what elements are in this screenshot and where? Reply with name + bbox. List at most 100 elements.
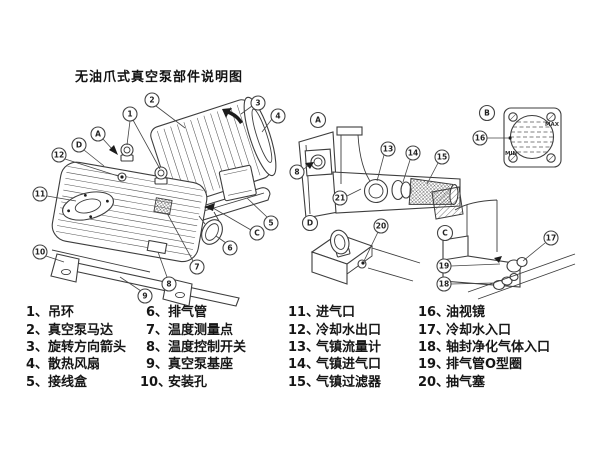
legend-item-label: 油视镜 (446, 305, 486, 321)
callout-c-17: 17 (543, 230, 559, 246)
legend-column-4: 16、油视镜 17、冷却水入口 18、轴封净化气体入口 19、排气管O型圈 20… (418, 302, 550, 390)
water-inlet-fitting (506, 256, 528, 273)
legend-item: 20、抽气塞 (418, 372, 550, 390)
legend-item-label: 排气管O型圈 (446, 357, 523, 373)
exhaust-pipe (198, 211, 223, 245)
callout-main-11: 11 (32, 186, 48, 202)
legend-item-number: 13、 (288, 339, 320, 355)
legend-item-label: 冷却水出口 (316, 322, 382, 338)
legend-item: 17、冷却水入口 (418, 319, 550, 338)
callout-a-15: 15 (434, 149, 450, 165)
callout-main-7: 7 (189, 259, 205, 275)
callout-main-5: 5 (263, 215, 279, 231)
temp-measure-pad (153, 197, 173, 215)
legend-item-label: 温度控制开关 (168, 339, 247, 355)
legend-item-label: 冷却水入口 (446, 322, 512, 338)
svg-text:11: 11 (35, 190, 45, 199)
callout-main-4: 4 (270, 108, 286, 124)
flow-arrow (494, 256, 502, 263)
callout-c-18: 18 (436, 276, 452, 292)
callout-d-20: 20 (373, 218, 389, 234)
svg-text:7: 7 (194, 263, 199, 272)
svg-text:C: C (442, 229, 448, 238)
svg-text:1: 1 (127, 110, 132, 119)
callout-main-3: 3 (250, 95, 266, 111)
detail-view-c: C 17 19 18 (431, 186, 576, 300)
legend-item-label: 散热风扇 (48, 357, 101, 373)
callout-main-2: 2 (144, 92, 160, 108)
callout-main-9: 9 (137, 288, 153, 304)
callout-main-1: 1 (122, 106, 138, 122)
detail-view-b: MAX MIN B 16 (472, 104, 562, 168)
legend-item-label: 排气管 (168, 305, 208, 321)
legend-item-label: 温度测量点 (168, 322, 234, 338)
legend-item-number: 5、 (25, 374, 48, 390)
svg-text:20: 20 (376, 222, 386, 231)
svg-text:12: 12 (54, 151, 64, 160)
legend-item-label: 气镇进气口 (316, 357, 382, 373)
legend-item-number: 19、 (418, 357, 450, 373)
legend-item-label: 气镇过滤器 (316, 374, 382, 390)
callout-c-19: 19 (436, 258, 452, 274)
temp-switch-pad (146, 239, 168, 255)
min-mark: MIN (505, 151, 518, 157)
callout-b-16: 16 (472, 130, 488, 146)
max-mark: MAX (545, 122, 560, 128)
callout-a-8: 8 (289, 164, 305, 180)
legend-item: 2、真空泵马达 (20, 319, 126, 338)
eyebolt-detail (329, 229, 351, 258)
svg-text:8: 8 (294, 168, 299, 177)
main-leaders (45, 105, 273, 292)
svg-text:18: 18 (439, 280, 449, 289)
view-a-label: A (309, 111, 327, 129)
view-b-label: B (478, 104, 496, 122)
legend-item-label: 进气口 (316, 305, 356, 321)
lifting-eyebolt-rear (154, 166, 168, 185)
legend-item: 1、吊环 (20, 302, 126, 321)
legend-item-number: 1、 (25, 305, 48, 321)
sight-glass-screws (508, 112, 556, 163)
view-a-leaders (303, 154, 439, 197)
legend-item-number: 4、 (25, 357, 48, 373)
legend-item: 11、进气口 (288, 302, 381, 321)
legend-item-number: 11、 (288, 305, 320, 321)
callout-a-13: 13 (380, 141, 396, 157)
legend-item-label: 旋转方向箭头 (48, 339, 127, 355)
callout-main-ref-d: D (71, 137, 87, 153)
svg-text:A: A (315, 116, 321, 125)
junction-box (218, 164, 257, 202)
svg-text:8: 8 (166, 280, 171, 289)
svg-text:A: A (95, 130, 101, 139)
callout-main-12: 12 (51, 147, 67, 163)
legend-item: 16、油视镜 (418, 302, 550, 321)
callout-main-10: 10 (32, 244, 48, 260)
legend-item: 13、气镇流量计 (288, 337, 381, 355)
svg-text:21: 21 (335, 194, 345, 203)
legend-item: 14、气镇进气口 (288, 354, 382, 373)
view-c-leaders (450, 242, 546, 285)
svg-text:3: 3 (255, 99, 260, 108)
rail-end (431, 186, 464, 220)
svg-text:6: 6 (227, 244, 232, 253)
legend-item-number: 3、 (25, 339, 48, 355)
legend-item: 6、排气管 (140, 302, 246, 321)
legend-item-number: 20、 (418, 374, 450, 390)
oil-level-lines (510, 121, 554, 153)
svg-text:10: 10 (35, 248, 45, 257)
legend-item-label: 真空泵马达 (48, 322, 114, 338)
legend-item-number: 12、 (288, 322, 320, 338)
svg-text:17: 17 (546, 234, 556, 243)
legend-item-number: 16、 (418, 305, 450, 321)
svg-text:D: D (76, 141, 82, 150)
callout-a-14: 14 (405, 145, 421, 161)
detail-view-d: D 20 (301, 214, 421, 285)
svg-text:9: 9 (142, 292, 147, 301)
legend-item-label: 安装孔 (168, 374, 208, 390)
legend-item: 10、安装孔 (140, 372, 246, 390)
svg-text:C: C (254, 229, 260, 238)
callout-main-ref-c: C (249, 225, 265, 241)
legend-item: 15、气镇过滤器 (288, 372, 382, 390)
inlet-flange (62, 191, 114, 221)
legend-item-number: 17、 (418, 322, 450, 338)
